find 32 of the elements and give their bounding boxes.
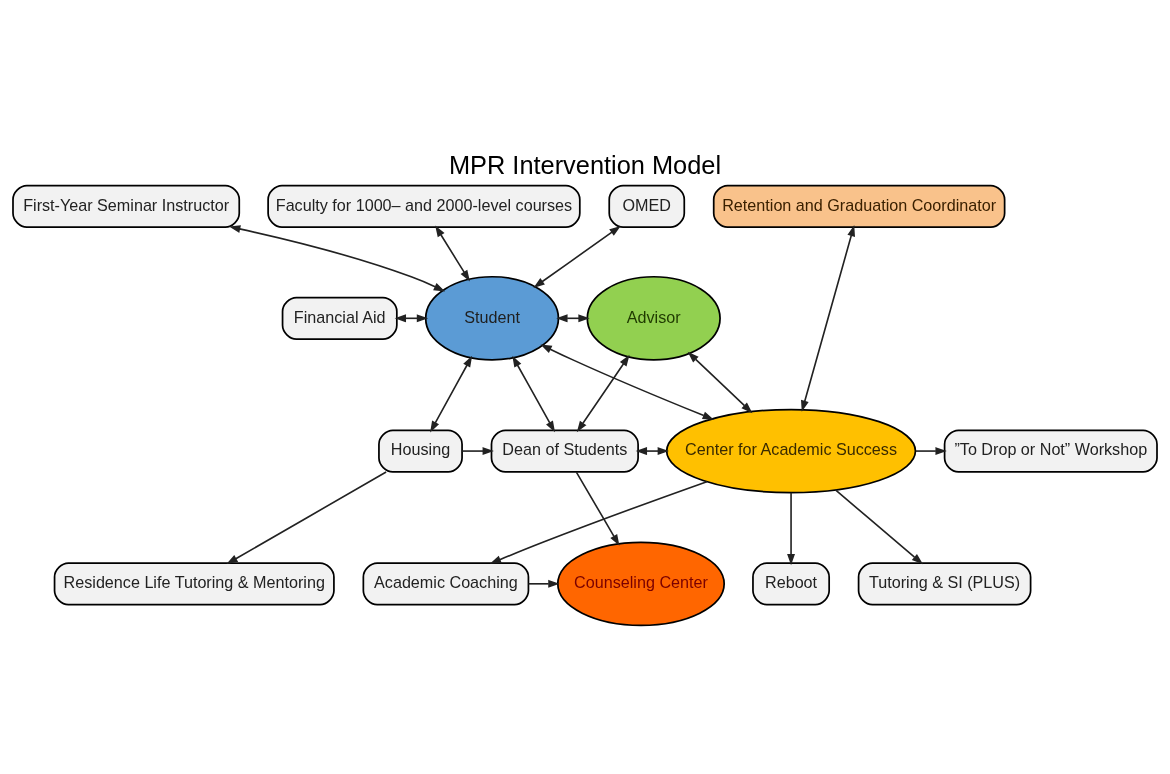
arrow xyxy=(533,225,621,288)
arrow xyxy=(226,471,387,565)
arrow xyxy=(915,447,947,456)
arrow xyxy=(461,447,494,456)
arrow xyxy=(576,354,630,433)
node-box: First-Year Seminar Instructor xyxy=(12,184,241,228)
node-box: Residence Life Tutoring & Mentoring xyxy=(53,562,335,606)
arrow xyxy=(527,579,560,588)
arrow xyxy=(787,491,796,566)
arrow xyxy=(512,355,555,433)
node-box: OMED xyxy=(608,184,686,228)
node-ellipse: Counseling Center xyxy=(556,541,726,627)
diagram-title: MPR Intervention Model xyxy=(448,150,722,179)
arrow xyxy=(687,351,753,414)
node-box: Tutoring & SI (PLUS) xyxy=(857,562,1032,606)
arrow xyxy=(834,489,924,565)
node-box: Dean of Students xyxy=(490,429,639,473)
arrow xyxy=(575,471,620,546)
node-box: Financial Aid xyxy=(281,296,398,340)
arrow xyxy=(229,225,446,292)
arrow xyxy=(801,225,856,412)
node-box: Reboot xyxy=(752,562,830,606)
arrow xyxy=(540,344,714,420)
node-box: Faculty for 1000– and 2000-level courses xyxy=(267,184,581,228)
node-box: Academic Coaching xyxy=(362,562,530,606)
arrow xyxy=(635,447,669,456)
node-box: ”To Drop or Not” Workshop xyxy=(943,429,1158,473)
arrow xyxy=(430,355,473,433)
node-box: Housing xyxy=(378,429,463,473)
arrow xyxy=(489,480,708,564)
arrow xyxy=(435,225,470,282)
node-box: Retention and Graduation Coordinator xyxy=(712,184,1006,228)
